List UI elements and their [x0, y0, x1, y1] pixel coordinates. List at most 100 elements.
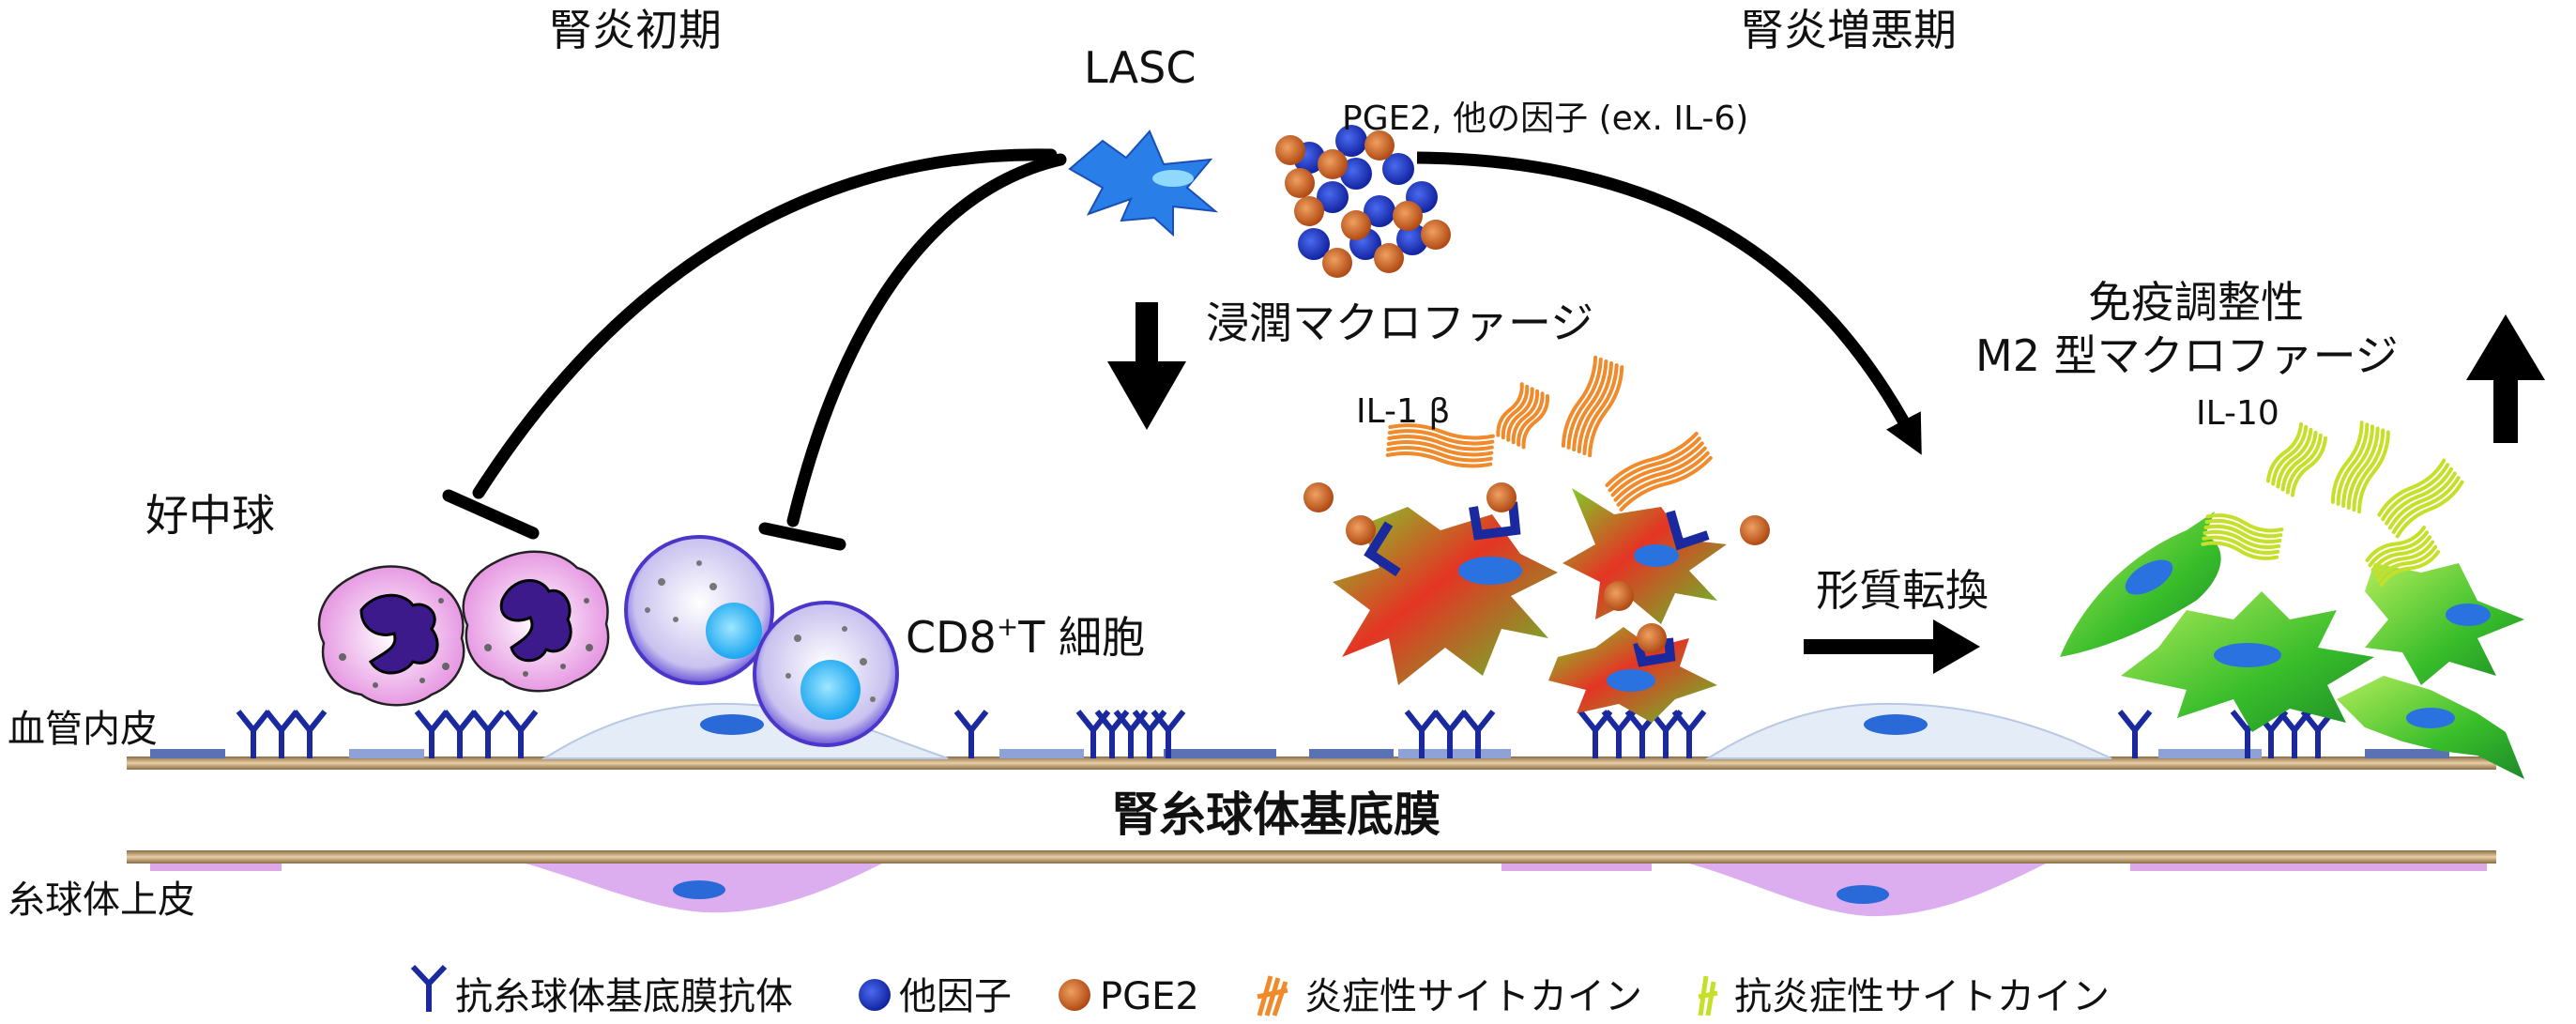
- anti-inflammatory-cytokines: [2201, 420, 2464, 587]
- other-factor-dot: [1335, 125, 1367, 157]
- cytokine-squiggle: [1561, 355, 1624, 458]
- inhibition-bar-neutrophil: [442, 489, 540, 540]
- antibody-icon: [264, 710, 299, 758]
- down-arrow-icon: [1107, 302, 1186, 430]
- cytokine-squiggle: [2266, 421, 2327, 497]
- legend-antibody-label: 抗糸球体基底膜抗体: [455, 975, 793, 1018]
- antibody-icon: [1671, 710, 1707, 758]
- epithelium-label: 糸球体上皮: [8, 879, 195, 922]
- legend-other-factor-icon: [859, 979, 891, 1011]
- il10-label: IL-10: [2196, 394, 2279, 433]
- pge2-dot: [1740, 515, 1770, 545]
- transformation-label: 形質転換: [1816, 565, 1989, 616]
- antibody-icon: [1151, 710, 1186, 758]
- legend-antiinflammatory-label: 抗炎症性サイトカイン: [1734, 975, 2110, 1018]
- legend-antiinflammatory-icon: [1698, 975, 1718, 1016]
- antibody-icon: [953, 710, 989, 758]
- legend-pge2-icon: [1059, 979, 1090, 1011]
- legend-antibody-icon: [410, 964, 448, 1012]
- m2-line1-label: 免疫調整性: [2088, 277, 2304, 328]
- pge2-dot: [1364, 130, 1395, 160]
- other-factor-dot: [1364, 195, 1395, 227]
- pge2-dot: [1421, 220, 1451, 250]
- cytokine-squiggle: [2365, 526, 2441, 587]
- neutrophil: [317, 565, 465, 707]
- pge2-dot: [1341, 210, 1371, 240]
- antibody-icon: [292, 710, 328, 758]
- gbm-label: 腎糸球体基底膜: [1112, 787, 1440, 842]
- neutrophil: [462, 550, 610, 693]
- pge2-dot: [1322, 248, 1352, 278]
- antibody-icon: [470, 710, 506, 758]
- inhibition-arc-neutrophil: [472, 148, 1058, 499]
- cytokine-squiggle: [1385, 423, 1495, 468]
- cytokine-squiggle: [2330, 420, 2390, 514]
- antibody-icon: [2300, 710, 2336, 758]
- pge2-dot: [1318, 149, 1348, 179]
- pge2-dot: [1275, 135, 1305, 165]
- antibody-icon: [1094, 710, 1130, 758]
- other-factor-dot: [1340, 158, 1372, 190]
- phenotype-switch-curved-arrow: [1416, 151, 1922, 455]
- other-factor-dot: [1317, 181, 1349, 213]
- epithelial-podocytes: [150, 864, 2487, 917]
- pge2-dot: [1393, 201, 1423, 231]
- pge2-dot: [1486, 482, 1517, 512]
- secreted-factors-cluster: [1275, 125, 1451, 278]
- t-cell: [624, 535, 774, 685]
- secreted-factors-label: PGE2, 他の因子 (ex. IL-6): [1342, 99, 1748, 138]
- other-factor-dot: [1298, 228, 1330, 260]
- pge2-dot: [1604, 581, 1634, 611]
- antibody-icon: [1075, 710, 1111, 758]
- inhibition-arc-t-cell: [786, 153, 1067, 527]
- m2-macrophages: [2060, 512, 2524, 779]
- neutrophil-cells: [317, 550, 610, 707]
- cytokine-squiggle: [1605, 432, 1713, 512]
- transformation-arrow: [1804, 619, 1980, 674]
- pge2-dot: [1374, 243, 1404, 273]
- pge2-dot: [1294, 196, 1324, 226]
- glomerular-basement-membrane: [127, 757, 2496, 864]
- il1b-label: IL-1 β: [1356, 392, 1450, 431]
- pge2-dot: [1637, 623, 1667, 653]
- other-factor-dot: [1396, 223, 1428, 255]
- inhibition-bar-t-cell: [758, 522, 846, 551]
- endothelium-label: 血管内皮: [8, 708, 158, 751]
- pge2-near-macrophages: [1303, 482, 1770, 653]
- antibody-icon: [2117, 710, 2153, 758]
- endothelial-cells: [150, 702, 2449, 759]
- legend-proinflammatory-label: 炎症性サイトカイン: [1304, 975, 1642, 1018]
- legend-proinflammatory-icon: [1257, 975, 1288, 1016]
- m2-line2-label: M2 型マクロファージ: [1975, 330, 2399, 381]
- proinflammatory-cytokines: [1385, 355, 1713, 512]
- fc-receptors: [1364, 501, 1710, 667]
- inflammatory-macrophages: [1333, 488, 1727, 723]
- cytokine-squiggle: [2377, 458, 2464, 539]
- antibody-icon: [1113, 710, 1149, 758]
- antibody-icon: [503, 710, 539, 758]
- legend: 抗糸球体基底膜抗体 他因子 PGE2 炎症性サイトカイン 抗炎症性サイトカイン: [410, 964, 2110, 1018]
- antibody-icon: [1460, 710, 1496, 758]
- pge2-dot: [1303, 482, 1334, 512]
- neutrophil-label: 好中球: [145, 490, 275, 541]
- infiltrating-macrophage-label: 浸潤マクロファージ: [1206, 298, 1593, 348]
- up-arrow-icon: [2466, 314, 2545, 443]
- cd8-t-cell-label: CD8+T 細胞: [906, 611, 1145, 663]
- pge2-dot: [1346, 515, 1376, 545]
- phase-early-label: 腎炎初期: [549, 5, 722, 55]
- antibody-icon: [236, 710, 271, 758]
- inhibition-arcs: [442, 148, 1067, 551]
- antibody-icon: [442, 710, 478, 758]
- cytokine-squiggle: [2201, 513, 2284, 560]
- cd8-t-cells: [624, 535, 899, 747]
- other-factor-dot: [1382, 153, 1414, 185]
- pge2-dot: [1285, 168, 1315, 198]
- phase-late-label: 腎炎増悪期: [1741, 5, 1957, 55]
- cytokine-squiggle: [1496, 382, 1549, 450]
- t-cell: [753, 601, 899, 747]
- lasc-cell: [1068, 130, 1219, 237]
- legend-other-factor-label: 他因子: [899, 975, 1012, 1018]
- legend-pge2-label: PGE2: [1100, 975, 1199, 1018]
- lasc-label: LASC: [1084, 42, 1196, 93]
